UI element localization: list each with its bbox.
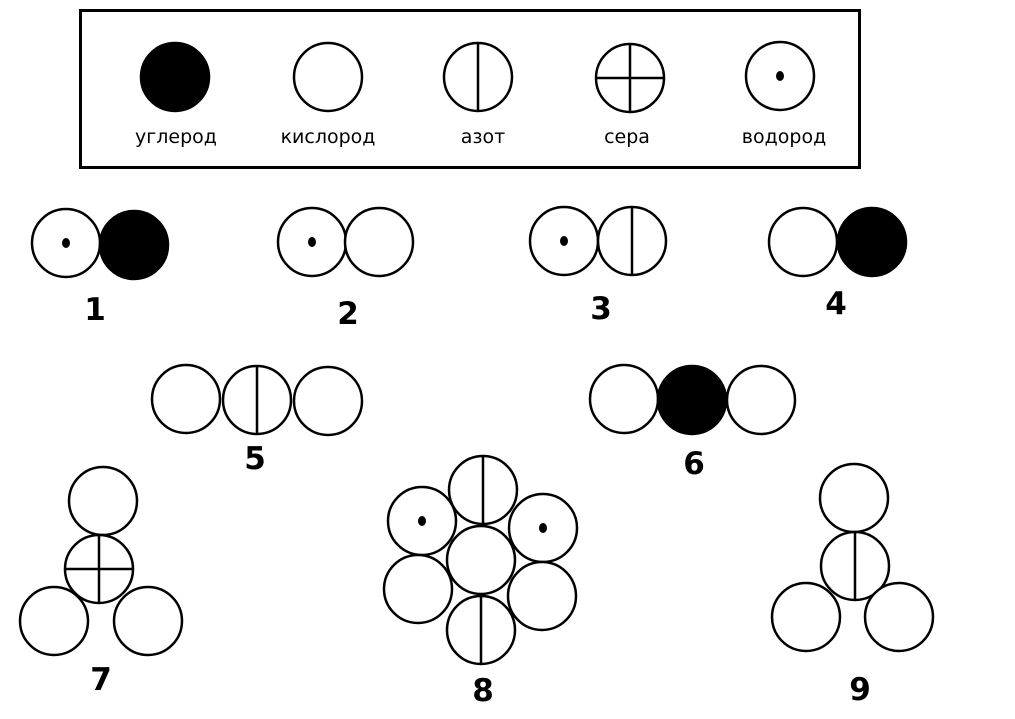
- molecule-number-6: 6: [683, 446, 705, 482]
- legend-atom-hydrogen: [744, 40, 816, 112]
- legend-atom-nitrogen: [442, 41, 514, 113]
- molecule-8-atom-7-nitrogen: [445, 594, 517, 666]
- molecule-6-atom-1-oxygen: [588, 363, 660, 435]
- molecule-8-atom-4-oxygen: [445, 524, 517, 596]
- molecule-number-8: 8: [472, 673, 494, 709]
- legend-label-oxygen: кислород: [280, 126, 376, 148]
- legend-atom-carbon: [139, 41, 211, 113]
- molecule-8-atom-5-oxygen: [382, 553, 454, 625]
- molecule-9-atom-4-oxygen: [863, 581, 935, 653]
- molecule-8-atom-1-hydrogen: [386, 485, 458, 557]
- molecule-number-4: 4: [825, 286, 847, 322]
- molecule-number-5: 5: [244, 441, 266, 477]
- legend-atom-oxygen: [292, 41, 364, 113]
- molecule-3-atom-1-hydrogen: [528, 205, 600, 277]
- molecule-number-3: 3: [590, 291, 612, 327]
- molecule-number-1: 1: [84, 292, 106, 328]
- molecule-number-2: 2: [337, 296, 359, 332]
- molecule-4-atom-1-oxygen: [767, 206, 839, 278]
- molecule-3-atom-2-nitrogen: [596, 205, 668, 277]
- legend-label-carbon: углерод: [135, 126, 217, 148]
- legend-label-sulfur: сера: [604, 126, 650, 148]
- molecule-7-atom-2-sulfur: [63, 533, 135, 605]
- molecule-2-atom-1-hydrogen: [276, 206, 348, 278]
- molecule-1-atom-2-carbon: [98, 209, 170, 281]
- molecule-9-atom-1-oxygen: [818, 462, 890, 534]
- legend-label-hydrogen: водород: [741, 126, 827, 148]
- molecule-9-atom-3-oxygen: [770, 581, 842, 653]
- molecule-5-atom-2-nitrogen: [221, 364, 293, 436]
- molecule-6-atom-2-carbon: [656, 364, 728, 436]
- legend-atom-sulfur: [594, 42, 666, 114]
- molecule-5-atom-3-oxygen: [292, 365, 364, 437]
- molecule-8-atom-6-oxygen: [506, 560, 578, 632]
- molecule-number-7: 7: [90, 662, 112, 698]
- molecule-2-atom-2-oxygen: [343, 206, 415, 278]
- molecule-5-atom-1-oxygen: [150, 363, 222, 435]
- molecule-7-atom-4-oxygen: [112, 585, 184, 657]
- legend-box: [79, 9, 861, 169]
- molecule-7-atom-3-oxygen: [18, 585, 90, 657]
- molecule-6-atom-3-oxygen: [725, 364, 797, 436]
- molecule-1-atom-1-hydrogen: [30, 207, 102, 279]
- molecule-8-atom-2-nitrogen: [447, 454, 519, 526]
- molecule-7-atom-1-oxygen: [67, 465, 139, 537]
- legend-label-nitrogen: азот: [460, 126, 506, 148]
- molecule-9-atom-2-nitrogen: [819, 530, 891, 602]
- molecule-number-9: 9: [849, 672, 871, 708]
- molecule-8-atom-3-hydrogen: [507, 492, 579, 564]
- molecule-4-atom-2-carbon: [836, 206, 908, 278]
